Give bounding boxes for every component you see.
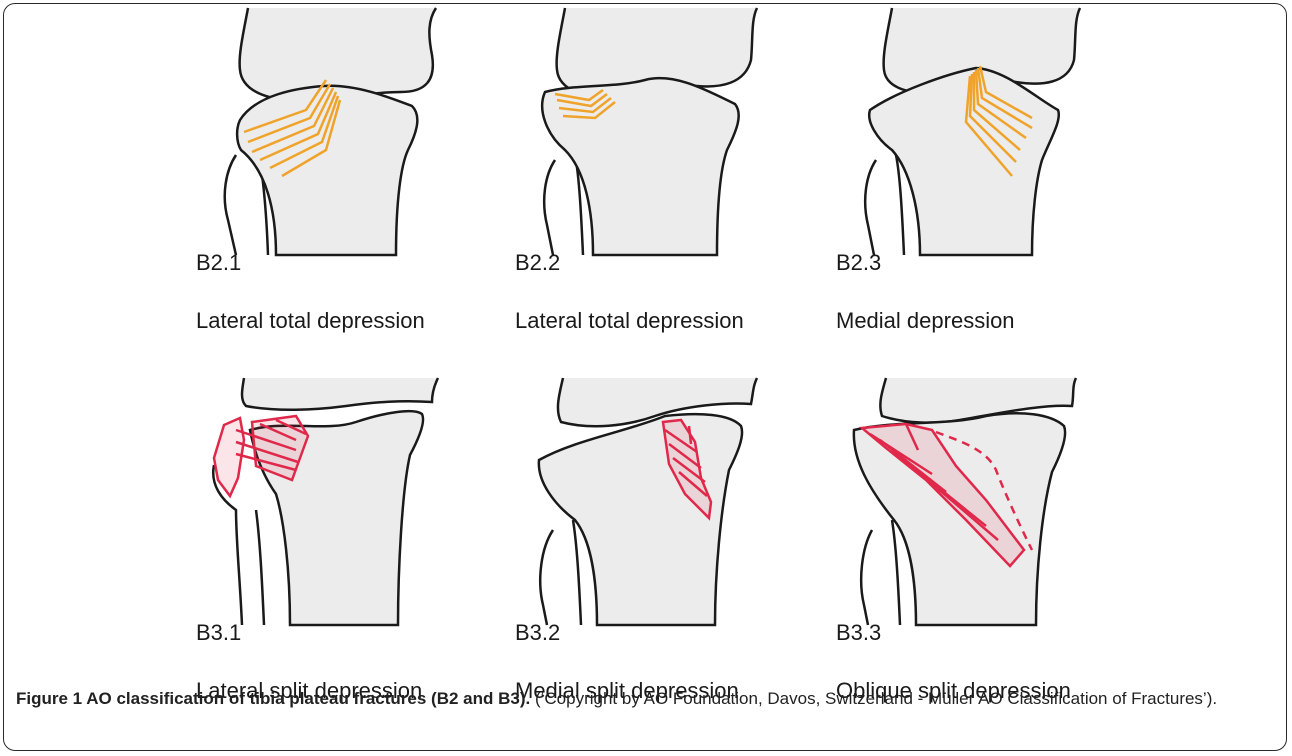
panel-code: B2.3 xyxy=(836,250,881,276)
panel-code: B3.1 xyxy=(196,620,241,646)
panel-b2-2: B2.2 Lateral total depression xyxy=(515,0,845,370)
tibia-illustration-b3-1 xyxy=(196,370,526,630)
panel-code: B2.1 xyxy=(196,250,241,276)
caption-copyright: (‘Copyright by AO Foundation, Davos, Swi… xyxy=(530,689,1217,708)
panel-code: B3.2 xyxy=(515,620,560,646)
panel-code: B2.2 xyxy=(515,250,560,276)
tibia-illustration-b3-3 xyxy=(836,370,1166,630)
panel-code: B3.3 xyxy=(836,620,881,646)
panel-description: Lateral total depression xyxy=(196,308,425,334)
caption-title: Figure 1 AO classification of tibia plat… xyxy=(16,689,530,708)
panel-description: Lateral total depression xyxy=(515,308,744,334)
tibia-illustration-b3-2 xyxy=(515,370,845,630)
panel-b3-3: B3.3 Oblique split depression xyxy=(836,370,1166,740)
tibia-illustration-b2-2 xyxy=(515,0,845,260)
panel-b2-1: B2.1 Lateral total depression xyxy=(196,0,526,370)
panel-b3-1: B3.1 Lateral split depression xyxy=(196,370,526,740)
figure-caption: Figure 1 AO classification of tibia plat… xyxy=(16,686,1266,711)
panel-b2-3: B2.3 Medial depression xyxy=(836,0,1166,370)
tibia-illustration-b2-3 xyxy=(836,0,1166,260)
panel-description: Medial depression xyxy=(836,308,1015,334)
panel-b3-2: B3.2 Medial split depression xyxy=(515,370,845,740)
tibia-illustration-b2-1 xyxy=(196,0,526,260)
